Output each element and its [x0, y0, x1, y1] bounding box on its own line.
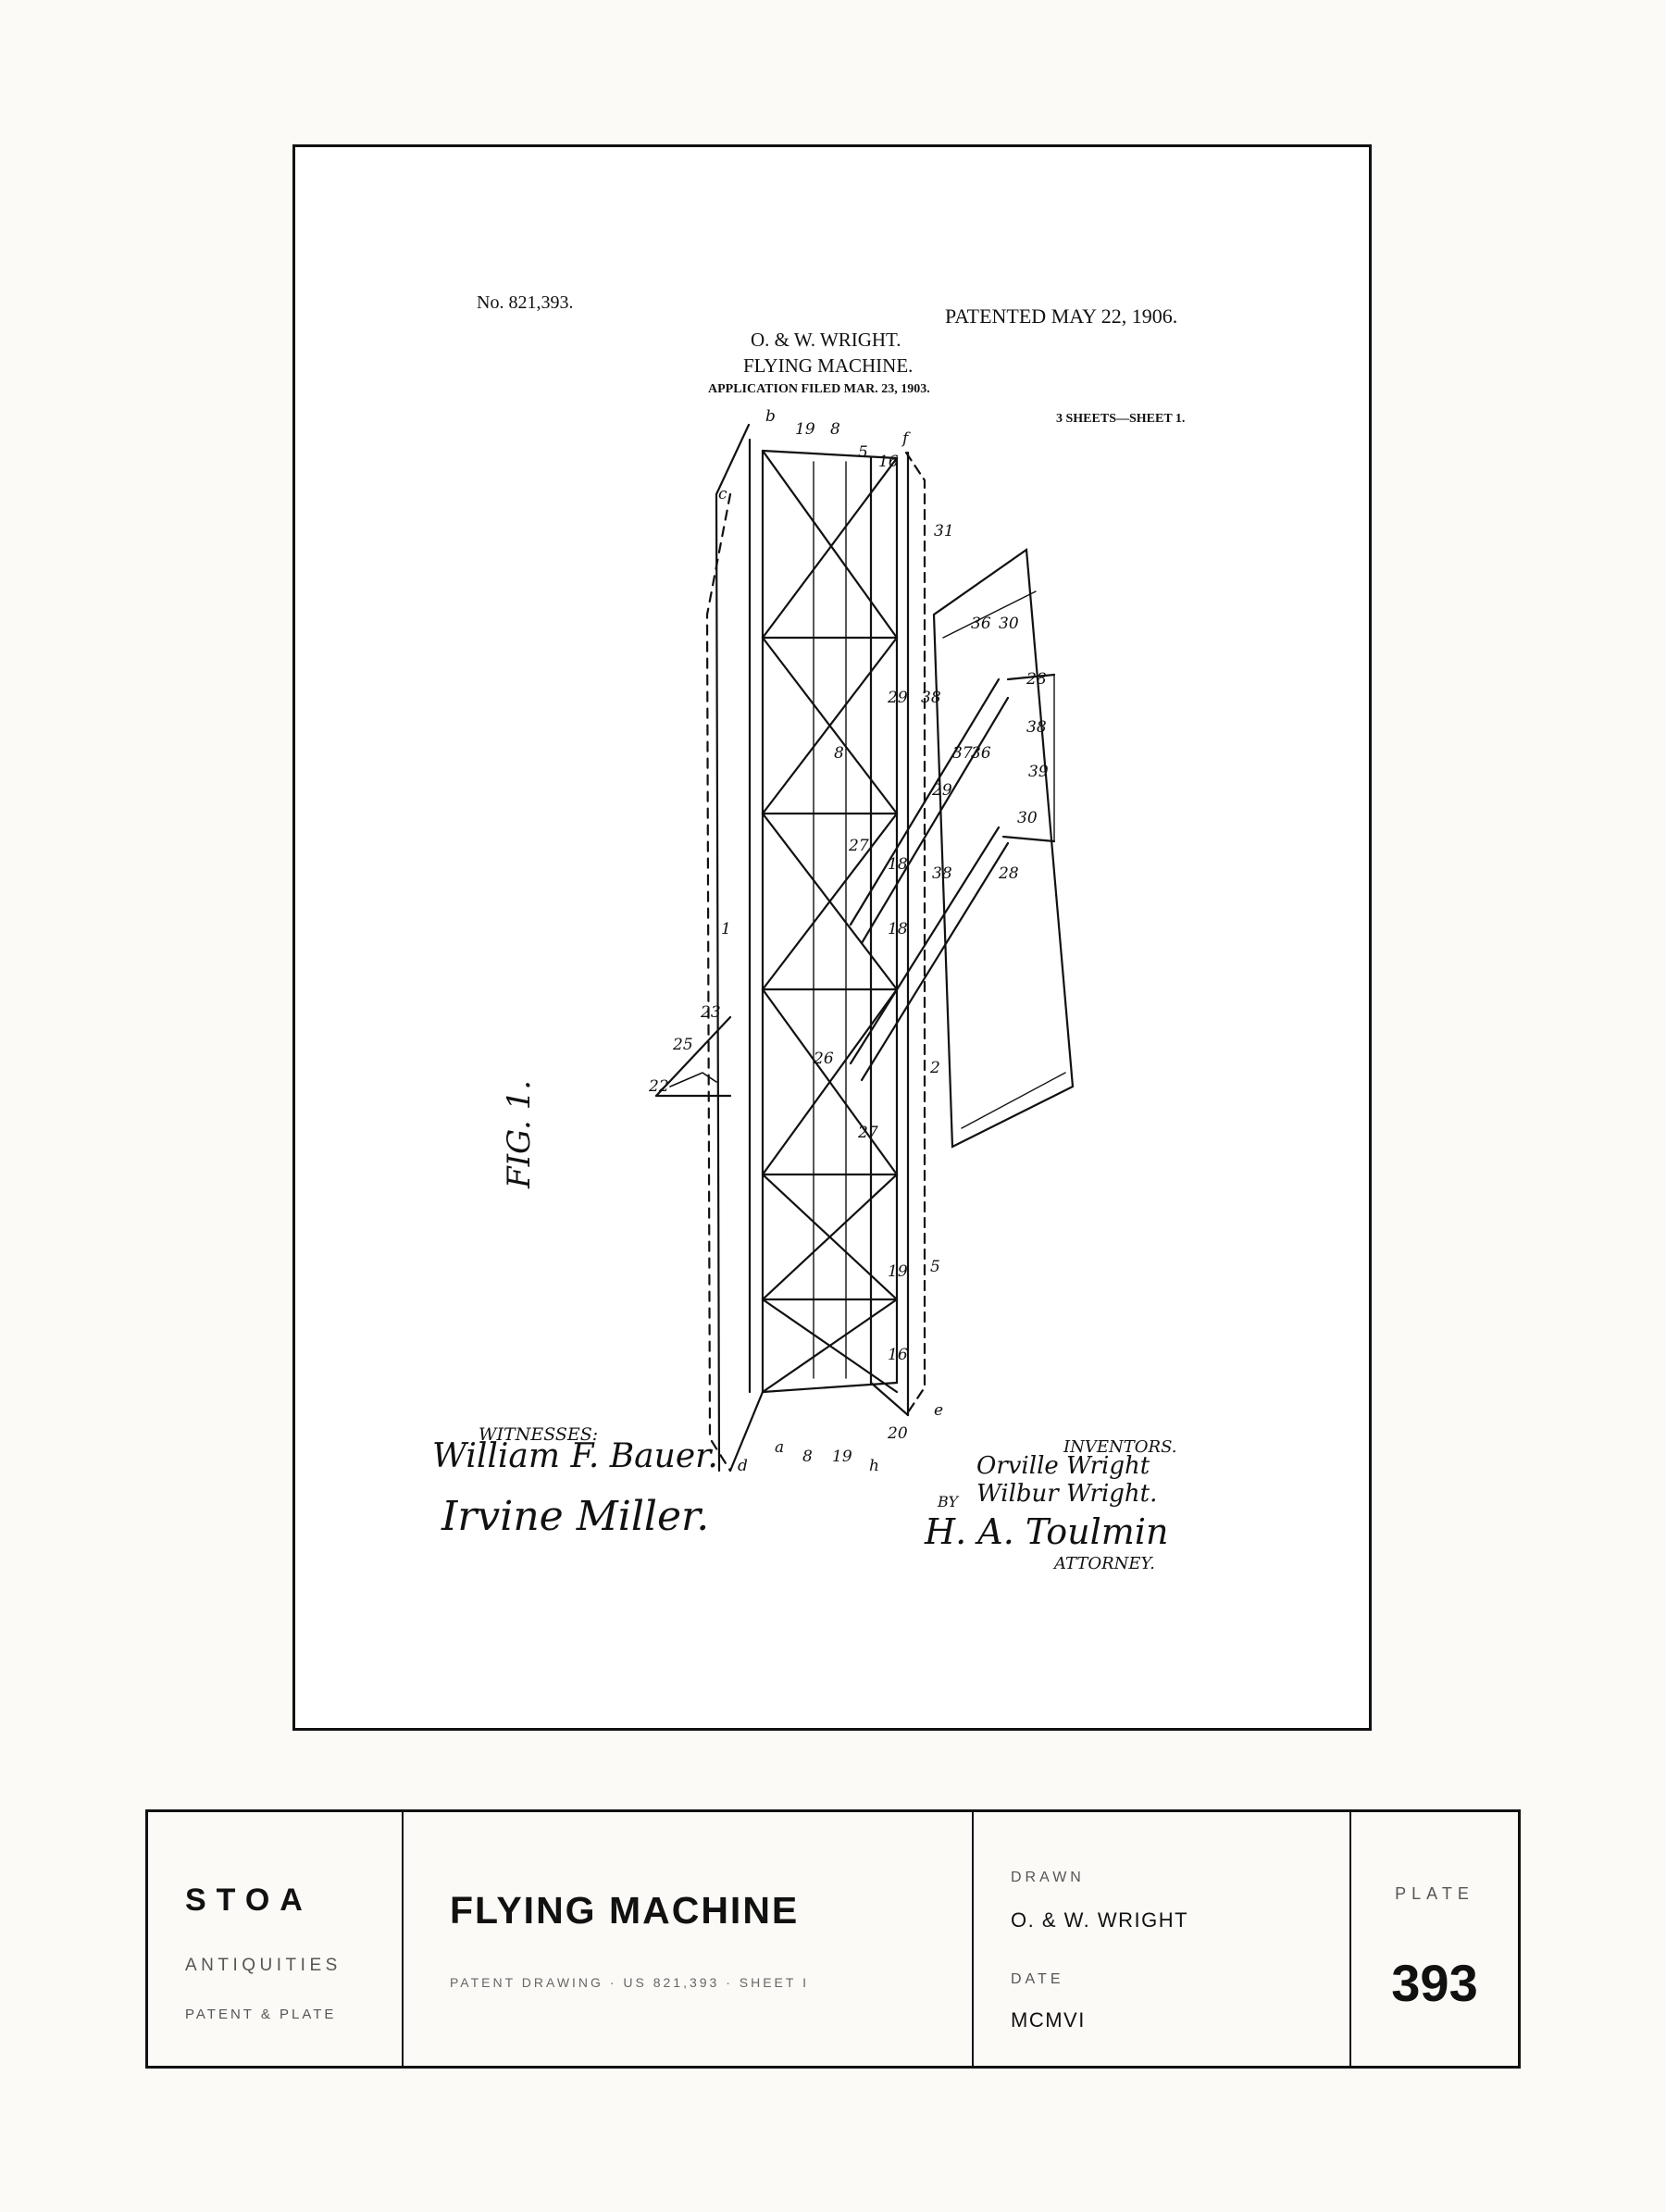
svg-text:29: 29	[931, 781, 952, 800]
witness-signature-2: Irvine Miller.	[441, 1493, 710, 1540]
svg-text:27: 27	[857, 1124, 878, 1142]
by-label: BY	[938, 1493, 959, 1510]
inventors-header: O. & W. WRIGHT.	[751, 329, 901, 351]
svg-text:29: 29	[887, 689, 908, 707]
patent-number: No. 821,393.	[477, 292, 574, 313]
figure-label: FIG. 1.	[501, 1079, 538, 1188]
svg-text:20: 20	[887, 1424, 908, 1443]
svg-text:38: 38	[932, 864, 952, 883]
svg-text:e: e	[934, 1401, 943, 1420]
svg-text:36: 36	[971, 744, 991, 763]
patented-date: PATENTED MAY 22, 1906.	[945, 304, 1178, 328]
svg-text:b: b	[765, 407, 776, 426]
svg-text:28: 28	[998, 864, 1019, 883]
svg-text:39: 39	[1028, 763, 1049, 781]
application-filed: APPLICATION FILED MAR. 23, 1903.	[708, 382, 930, 396]
svg-text:8: 8	[830, 420, 840, 439]
plate-number: 393	[1391, 1954, 1478, 2012]
plate-cell: PLATE 393	[1351, 1812, 1518, 2066]
date-value: MCMVI	[1011, 2008, 1086, 2032]
svg-text:38: 38	[1026, 718, 1047, 737]
svg-text:a: a	[775, 1438, 784, 1457]
svg-text:16: 16	[888, 1346, 908, 1364]
svg-text:37: 37	[952, 744, 973, 763]
svg-text:19: 19	[888, 1262, 908, 1281]
plate-label: PLATE	[1395, 1884, 1474, 1903]
svg-text:30: 30	[1017, 809, 1038, 827]
witnesses-label: WITNESSES:	[479, 1424, 599, 1445]
drawn-label: DRAWN	[1011, 1870, 1085, 1885]
svg-text:38: 38	[921, 689, 941, 707]
svg-text:22: 22	[648, 1077, 669, 1096]
date-label: DATE	[1011, 1971, 1064, 1987]
brand-tagline: PATENT & PLATE	[185, 2007, 337, 2022]
plate-subtitle: PATENT DRAWING · US 821,393 · SHEET I	[450, 1975, 809, 1990]
title-cell: FLYING MACHINE PATENT DRAWING · US 821,3…	[404, 1812, 974, 2066]
patent-drawing-frame: b c 19 8 5 16 31 f 36 30 28 38 39 30 28 …	[292, 144, 1372, 1731]
svg-text:26: 26	[813, 1050, 834, 1068]
title-block: STOA ANTIQUITIES PATENT & PLATE FLYING M…	[145, 1809, 1521, 2069]
attorney-signature: H. A. Toulmin	[925, 1511, 1169, 1552]
svg-text:25: 25	[672, 1036, 693, 1054]
brand-subtitle: ANTIQUITIES	[185, 1956, 342, 1975]
svg-text:28: 28	[1026, 670, 1047, 689]
witness-signature-1: William F. Bauer.	[432, 1437, 718, 1475]
svg-text:36: 36	[971, 615, 991, 633]
svg-text:30: 30	[999, 615, 1019, 633]
drawn-value: O. & W. WRIGHT	[1011, 1908, 1189, 1932]
svg-text:31: 31	[934, 522, 954, 541]
inventor-signature-1: Orville Wright	[976, 1452, 1150, 1480]
svg-text:d: d	[738, 1457, 748, 1475]
drawing-title: FLYING MACHINE.	[743, 354, 914, 377]
plate-title: FLYING MACHINE	[450, 1889, 800, 1932]
svg-text:8: 8	[834, 744, 844, 763]
inventor-signature-2: Wilbur Wright.	[976, 1480, 1158, 1508]
svg-text:19: 19	[832, 1448, 852, 1466]
svg-text:1: 1	[721, 920, 731, 938]
svg-text:5: 5	[930, 1258, 940, 1276]
svg-text:5: 5	[858, 443, 868, 462]
inventors-label: INVENTORS.	[1063, 1437, 1177, 1457]
svg-text:h: h	[869, 1457, 879, 1475]
svg-text:8: 8	[802, 1448, 813, 1466]
svg-text:c: c	[718, 485, 727, 503]
brand-name: STOA	[185, 1883, 313, 1918]
details-cell: DRAWN O. & W. WRIGHT DATE MCMVI	[974, 1812, 1351, 2066]
flying-machine-drawing: b c 19 8 5 16 31 f 36 30 28 38 39 30 28 …	[648, 407, 1075, 1475]
svg-text:16: 16	[878, 453, 899, 471]
svg-text:f: f	[901, 429, 911, 448]
svg-text:27: 27	[848, 837, 869, 855]
attorney-label: ATTORNEY.	[1054, 1554, 1155, 1573]
svg-text:19: 19	[795, 420, 815, 439]
brand-cell: STOA ANTIQUITIES PATENT & PLATE	[148, 1812, 404, 2066]
svg-text:2: 2	[929, 1059, 940, 1077]
svg-text:18: 18	[888, 920, 908, 938]
svg-text:18: 18	[888, 855, 908, 874]
sheet-number: 3 SHEETS—SHEET 1.	[1056, 412, 1186, 426]
svg-text:23: 23	[700, 1003, 721, 1022]
